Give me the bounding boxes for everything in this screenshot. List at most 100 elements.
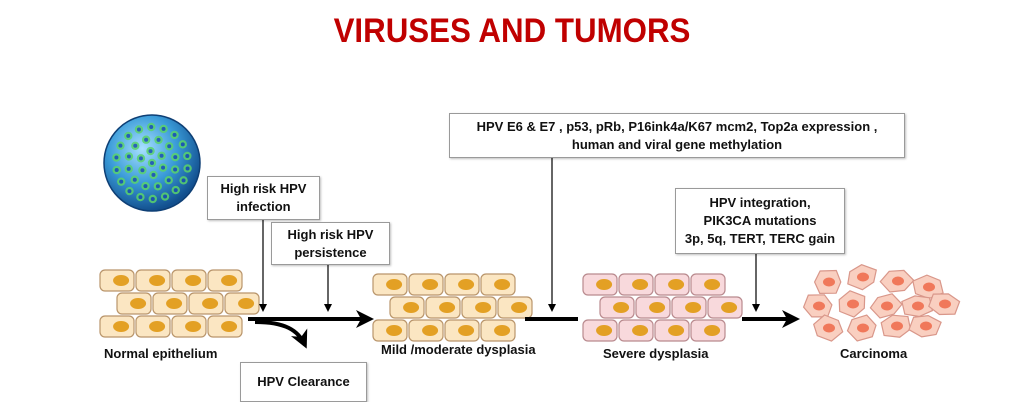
stage-label-carcinoma: Carcinoma xyxy=(840,346,908,361)
virus-capsomere-core xyxy=(156,137,161,142)
persistence-text: High risk HPV persistence xyxy=(287,226,374,260)
carcinoma-nucleus xyxy=(881,301,893,311)
carcinoma-nucleus xyxy=(823,323,835,333)
virus-capsomere-core xyxy=(126,166,131,171)
cell-nucleus xyxy=(149,275,166,286)
virus-capsomere-core xyxy=(138,156,143,161)
carcinoma-nucleus xyxy=(939,299,951,309)
virus-capsomere-core xyxy=(181,178,186,183)
cell-nucleus xyxy=(721,302,738,313)
carcinoma-nucleus xyxy=(857,272,869,282)
infection-text: High risk HPV infection xyxy=(220,181,307,214)
cell-nucleus xyxy=(458,325,475,336)
virus-capsomere-core xyxy=(132,177,137,182)
gene-expression-box: HPV E6 & E7 , p53, pRb, P16ink4a/K67 mcm… xyxy=(449,113,905,158)
cell-nucleus xyxy=(149,321,166,332)
virus-capsomere-core xyxy=(159,153,164,158)
clearance-arrow xyxy=(254,320,308,349)
cell-nucleus xyxy=(632,279,649,290)
mild-dysplasia-illustration xyxy=(372,273,533,342)
cell-nucleus xyxy=(704,325,721,336)
cell-nucleus xyxy=(113,275,130,286)
virus-capsomere-core xyxy=(136,127,141,132)
virus-capsomere-core xyxy=(143,184,148,189)
virus-capsomere-core xyxy=(166,178,171,183)
virus-capsomere-core xyxy=(118,143,123,148)
cell-nucleus xyxy=(130,298,147,309)
virus-capsomere-core xyxy=(133,143,138,148)
infection-box: High risk HPV infection xyxy=(207,176,320,220)
gene-expression-text: HPV E6 & E7 , p53, pRb, P16ink4a/K67 mcm… xyxy=(476,118,878,152)
cell-nucleus xyxy=(475,302,492,313)
virus-capsomere-core xyxy=(173,167,178,172)
virus-capsomere-core xyxy=(161,165,166,170)
cell-nucleus xyxy=(649,302,666,313)
clearance-text: HPV Clearance xyxy=(257,374,350,389)
virus-capsomere-core xyxy=(150,161,154,165)
virus-capsomere-core xyxy=(140,168,145,173)
carcinoma-nucleus xyxy=(857,323,869,333)
cell-nucleus xyxy=(704,279,721,290)
carcinoma-nucleus xyxy=(923,282,935,292)
carcinoma-nucleus xyxy=(813,301,825,311)
hpv-virus-icon xyxy=(103,114,201,212)
cell-nucleus xyxy=(386,279,403,290)
cell-nucleus xyxy=(596,325,613,336)
virus-capsomere-core xyxy=(185,153,190,158)
normal-epithelium-illustration xyxy=(99,269,260,338)
stage-label-mild: Mild /moderate dysplasia xyxy=(381,342,536,357)
severe-dysplasia-illustration xyxy=(582,273,743,342)
integration-text: HPV integration, PIK3CA mutations 3p, 5q… xyxy=(684,195,836,246)
carcinoma-nucleus xyxy=(920,321,932,331)
virus-capsomere-core xyxy=(114,155,119,160)
virus-capsomere-core xyxy=(127,189,132,194)
cell-nucleus xyxy=(221,321,238,332)
virus-capsomere-core xyxy=(144,137,149,142)
cell-nucleus xyxy=(221,275,238,286)
virus-capsomere-core xyxy=(126,154,131,159)
virus-capsomere-core xyxy=(167,144,172,149)
carcinoma-nucleus xyxy=(891,321,903,331)
virus-capsomere-core xyxy=(163,194,168,199)
cell-nucleus xyxy=(596,279,613,290)
virus-capsomere-core xyxy=(185,166,190,171)
cell-nucleus xyxy=(668,325,685,336)
cell-nucleus xyxy=(494,325,511,336)
virus-capsomere-core xyxy=(138,195,143,200)
cell-nucleus xyxy=(511,302,528,313)
virus-capsomere-core xyxy=(126,133,131,138)
cell-nucleus xyxy=(439,302,456,313)
carcinoma-nucleus xyxy=(823,277,835,287)
cell-nucleus xyxy=(422,279,439,290)
cell-nucleus xyxy=(202,298,219,309)
virus-capsomere-core xyxy=(149,125,154,130)
carcinoma-nucleus xyxy=(912,301,924,311)
virus-capsomere-core xyxy=(114,168,119,173)
cell-nucleus xyxy=(113,321,130,332)
virus-capsomere-core xyxy=(151,172,156,177)
page-title: VIRUSES AND TUMORS xyxy=(333,12,691,50)
cell-nucleus xyxy=(494,279,511,290)
virus-capsomere-core xyxy=(173,188,178,193)
virus-capsomere-core xyxy=(180,142,185,147)
stage-label-normal: Normal epithelium xyxy=(104,346,218,361)
carcinoma-nucleus xyxy=(892,276,904,286)
cell-nucleus xyxy=(685,302,702,313)
virus-capsomere-core xyxy=(172,132,177,137)
cell-nucleus xyxy=(668,279,685,290)
cell-nucleus xyxy=(632,325,649,336)
virus-capsomere-core xyxy=(119,179,124,184)
stage-label-severe: Severe dysplasia xyxy=(603,346,709,361)
virus-capsomere-core xyxy=(155,184,160,189)
carcinoma-nucleus xyxy=(847,299,859,309)
cell-nucleus xyxy=(386,325,403,336)
cell-nucleus xyxy=(238,298,255,309)
cell-nucleus xyxy=(613,302,630,313)
cell-nucleus xyxy=(403,302,420,313)
carcinoma-illustration xyxy=(802,264,961,342)
persistence-box: High risk HPV persistence xyxy=(271,222,390,265)
integration-box: HPV integration, PIK3CA mutations 3p, 5q… xyxy=(675,188,845,254)
virus-capsomere-core xyxy=(173,155,178,160)
virus-capsomere-core xyxy=(150,196,155,201)
cell-nucleus xyxy=(422,325,439,336)
